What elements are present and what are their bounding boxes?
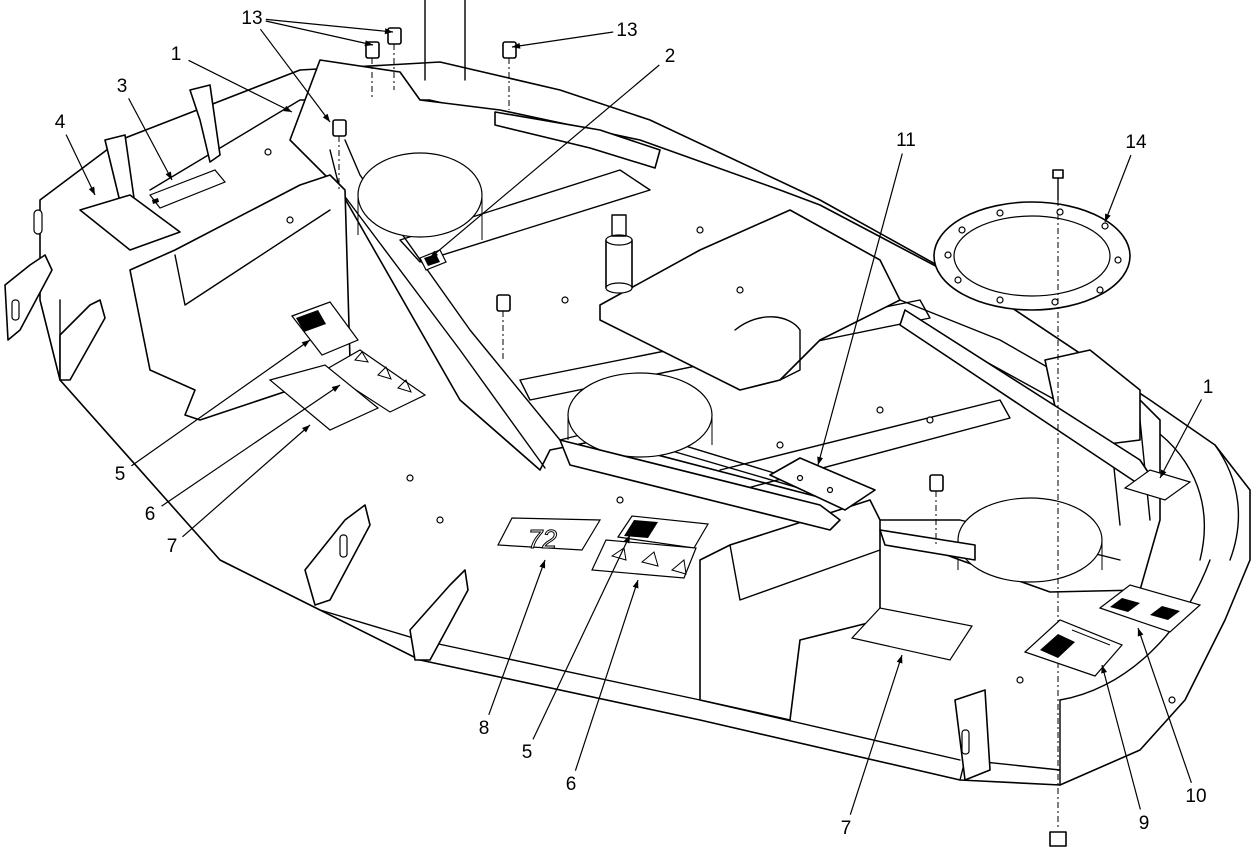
- leader-arrow-7-15-0: [896, 655, 903, 664]
- leader-arrow-13-0-0: [364, 40, 373, 47]
- leader-line-8-12-0: [488, 559, 546, 716]
- callout-9-16: 9: [1139, 813, 1150, 834]
- spacer-ring: [933, 201, 1131, 311]
- decals: 72: [79, 169, 1202, 677]
- leader-arrow-1-2-0: [283, 105, 292, 112]
- callout-1-8: 1: [1203, 377, 1214, 398]
- leader-arrow-10-17-0: [1137, 628, 1144, 637]
- leader-arrow-8-12-0: [539, 560, 546, 569]
- leader-line-2-5-0: [429, 64, 660, 259]
- leader-line-14-7-0: [1104, 154, 1132, 223]
- leader-arrow-2-5-0: [430, 250, 439, 258]
- leader-line-11-6-0: [817, 153, 903, 466]
- leader-line-3-3-0: [128, 98, 173, 181]
- leader-arrow-13-0-1: [384, 28, 393, 35]
- leader-line-13-1-0: [511, 31, 614, 48]
- leader-arrow-9-16-0: [1101, 665, 1107, 674]
- leader-line-13-0-1: [265, 18, 394, 33]
- mounting-holes: [264, 148, 1176, 704]
- decal-plate-11: [769, 457, 876, 511]
- callout-5-9: 5: [115, 464, 126, 485]
- callout-1-2: 1: [171, 44, 182, 65]
- leader-arrow-5-9-0: [301, 340, 310, 348]
- callout-13-0: 13: [241, 8, 262, 29]
- callout-11-6: 11: [896, 130, 916, 151]
- leader-arrow-13-1-0: [512, 42, 521, 49]
- leader-arrow-13-0-2: [322, 113, 330, 122]
- leader-line-4-4-0: [65, 134, 96, 196]
- leader-arrow-7-11-0: [302, 425, 310, 433]
- leader-line-13-0-2: [259, 28, 331, 123]
- leader-line-10-17-0: [1137, 627, 1192, 783]
- leader-line-5-9-0: [131, 339, 311, 467]
- leader-arrow-1-8-0: [1160, 469, 1167, 478]
- deck-size-decal-text: 72: [528, 524, 557, 554]
- callout-7-11: 7: [167, 536, 178, 557]
- callout-6-14: 6: [566, 774, 577, 795]
- center-plate: [599, 209, 901, 391]
- center-bolt: [1049, 169, 1067, 847]
- callout-13-1: 13: [616, 20, 637, 41]
- leader-line-1-2-0: [188, 59, 293, 113]
- leader-arrow-4-4-0: [88, 186, 95, 195]
- callout-6-10: 6: [145, 504, 156, 525]
- leader-line-7-11-0: [182, 424, 311, 538]
- callout-8-12: 8: [479, 718, 490, 739]
- callout-14-7: 14: [1125, 132, 1147, 153]
- leader-arrow-11-6-0: [817, 456, 823, 465]
- mounting-brackets: [4, 84, 991, 781]
- callout-5-13: 5: [522, 742, 533, 763]
- leader-line-13-0-0: [265, 20, 374, 46]
- leader-arrow-6-10-0: [331, 385, 340, 392]
- leader-line-6-14-0: [574, 579, 639, 771]
- leader-line-5-13-0: [532, 534, 631, 740]
- callout-2-5: 2: [665, 46, 676, 67]
- leader-arrow-5-13-0: [623, 535, 630, 544]
- guard-rails: [494, 111, 1151, 561]
- leader-lines: [65, 18, 1203, 815]
- leader-line-1-8-0: [1159, 399, 1203, 479]
- callout-7-15: 7: [841, 818, 852, 839]
- leader-arrow-3-3-0: [165, 171, 172, 180]
- leader-line-9-16-0: [1101, 664, 1141, 810]
- leader-arrow-14-7-0: [1105, 213, 1111, 222]
- leader-line-7-15-0: [849, 654, 903, 815]
- callout-10-17: 10: [1185, 786, 1206, 807]
- callout-3-3: 3: [117, 76, 128, 97]
- blade-openings: [357, 152, 1103, 583]
- leader-arrow-6-14-0: [632, 580, 639, 589]
- callout-4-4: 4: [55, 112, 66, 133]
- studs: [332, 0, 944, 545]
- leader-line-6-10-0: [161, 384, 341, 507]
